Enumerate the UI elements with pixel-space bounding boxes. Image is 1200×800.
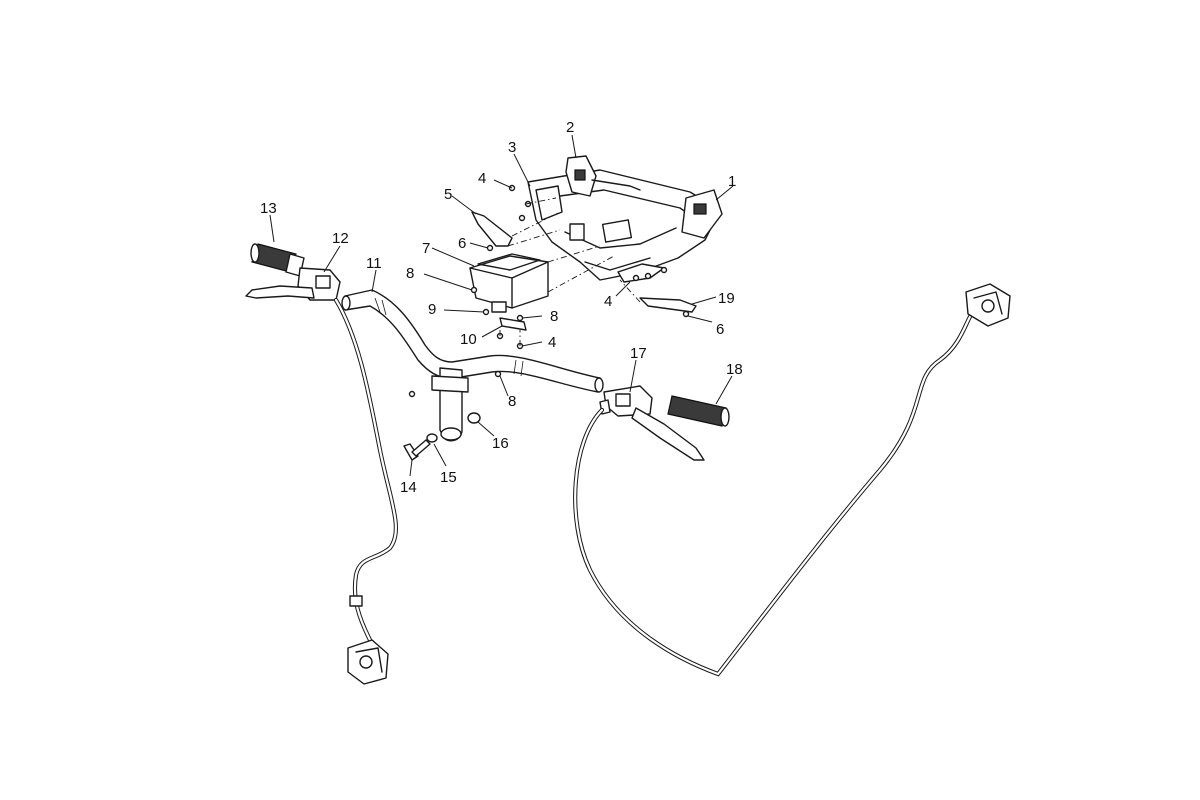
washer-15: [426, 433, 438, 443]
left-grip: [250, 243, 305, 277]
nut-16: [467, 412, 481, 424]
fasteners: [408, 184, 690, 398]
callout-1: 1: [728, 173, 736, 190]
bracket-5: [471, 211, 513, 247]
callout-5: 5: [444, 186, 452, 203]
callout-6-left: 6: [458, 235, 466, 252]
bolt-14: [403, 439, 431, 461]
right-brake-caliper: [965, 283, 1011, 327]
bracket-19: [639, 297, 697, 313]
callout-13: 13: [260, 200, 277, 217]
left-lever-assembly: [245, 267, 341, 301]
callout-8-right: 8: [550, 308, 558, 325]
left-brake-caliper: [347, 639, 389, 685]
callout-11: 11: [366, 255, 382, 272]
callout-15: 15: [440, 469, 457, 486]
left-brake-hose: [333, 297, 398, 643]
callout-8-bottom: 8: [508, 393, 516, 410]
instrument-meter: [469, 253, 549, 313]
handlebar: [341, 289, 604, 442]
callout-2: 2: [566, 119, 574, 136]
headlight-housing: [527, 169, 723, 281]
callout-9: 9: [428, 301, 436, 318]
callout-3: 3: [508, 139, 516, 156]
right-lever-assembly: [599, 385, 705, 461]
turn-signal-light: [565, 155, 641, 197]
callout-14: 14: [400, 479, 417, 496]
callout-19: 19: [718, 290, 735, 307]
assembly-lines: [499, 197, 641, 346]
bracket-lower: [617, 263, 665, 283]
callout-8-left: 8: [406, 265, 414, 282]
callout-labels: 1 2 3 4 4 4 5 6 6 7 8 8 8 9 10 11 12 13 …: [260, 119, 743, 496]
right-brake-hose: [573, 307, 977, 677]
right-grip: [667, 395, 730, 427]
callout-10: 10: [460, 331, 477, 348]
callout-7: 7: [422, 240, 430, 257]
callout-18: 18: [726, 361, 743, 378]
callout-17: 17: [630, 345, 647, 362]
callout-6-right: 6: [716, 321, 724, 338]
callout-4-center: 4: [548, 334, 556, 351]
callout-12: 12: [332, 230, 349, 247]
callout-4-top: 4: [478, 170, 486, 187]
leader-lines: [269, 134, 734, 477]
bracket-10: [499, 317, 527, 331]
callout-4-lower-right: 4: [604, 293, 612, 310]
callout-16: 16: [492, 435, 509, 452]
